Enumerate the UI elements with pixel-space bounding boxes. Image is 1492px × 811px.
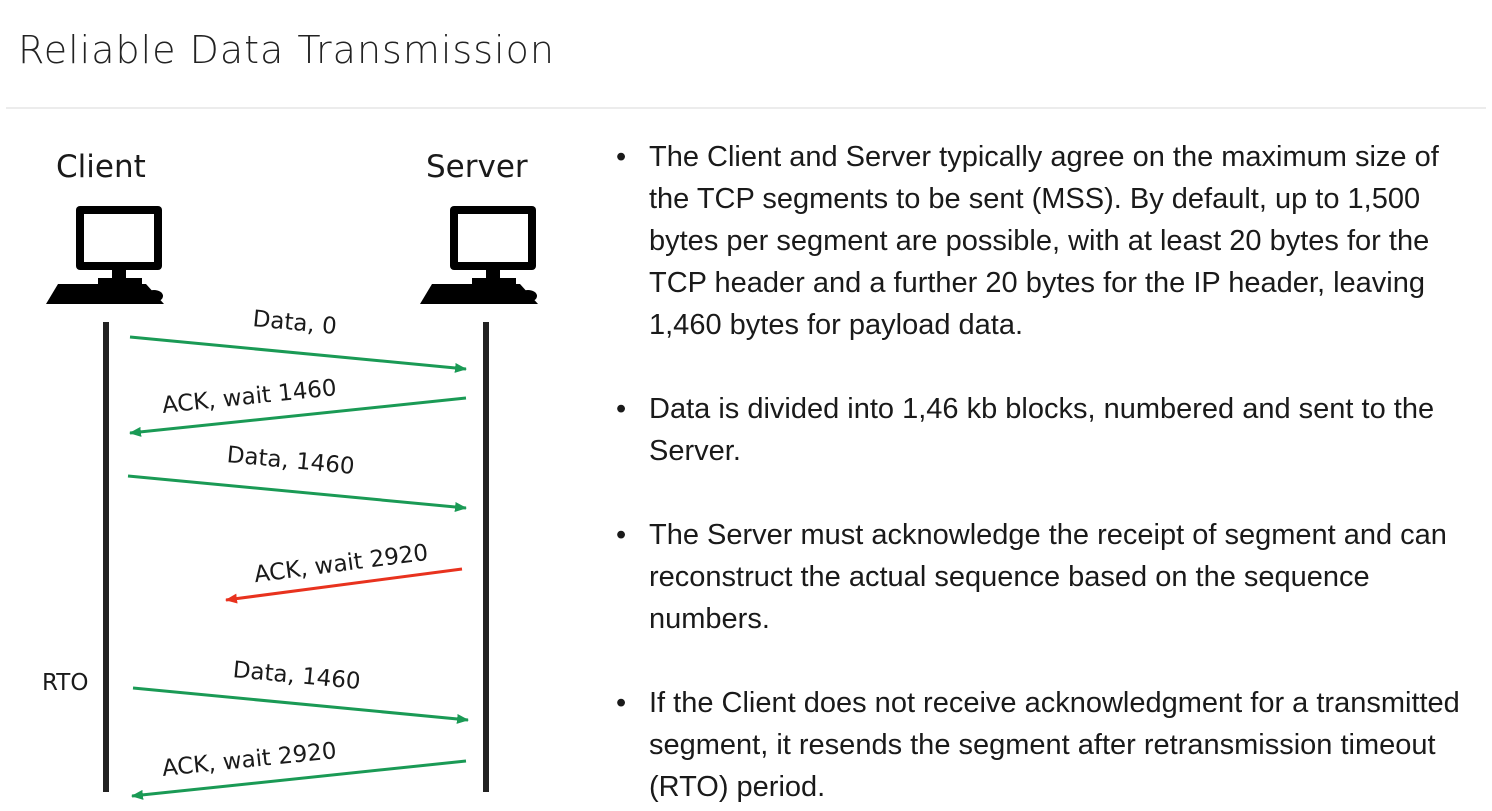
- client-label: Client: [56, 149, 146, 185]
- message-label: ACK, wait 1460: [161, 375, 338, 419]
- message-arrow: [129, 335, 467, 373]
- bullet-item: If the Client does not receive acknowled…: [616, 682, 1484, 808]
- message-arrow: [129, 396, 467, 437]
- slide-title: Reliable Data Transmission: [18, 28, 555, 72]
- message-label: ACK, wait 2920: [161, 738, 338, 782]
- computer-icon: [420, 206, 538, 304]
- message-label: ACK, wait 2920: [253, 540, 430, 588]
- message-label: Data, 0: [252, 306, 338, 340]
- computer-icon: [46, 206, 164, 304]
- bullet-item: The Server must acknowledge the receipt …: [616, 514, 1484, 640]
- rto-label: RTO: [42, 670, 88, 696]
- server-label: Server: [426, 149, 528, 185]
- message-arrow: [131, 759, 467, 800]
- lost-message-arrow: [225, 567, 463, 604]
- bullet-item: The Client and Server typically agree on…: [616, 136, 1484, 346]
- message-label: Data, 1460: [232, 657, 362, 695]
- bullet-list: The Client and Server typically agree on…: [616, 136, 1484, 808]
- bullet-item: Data is divided into 1,46 kb blocks, num…: [616, 388, 1484, 472]
- message-arrow: [132, 686, 469, 724]
- message-arrow: [127, 474, 467, 512]
- title-divider: [6, 107, 1486, 109]
- sequence-diagram: Client Server Data, 0 ACK, wait 1460 Dat…: [42, 149, 538, 800]
- message-label: Data, 1460: [226, 442, 356, 480]
